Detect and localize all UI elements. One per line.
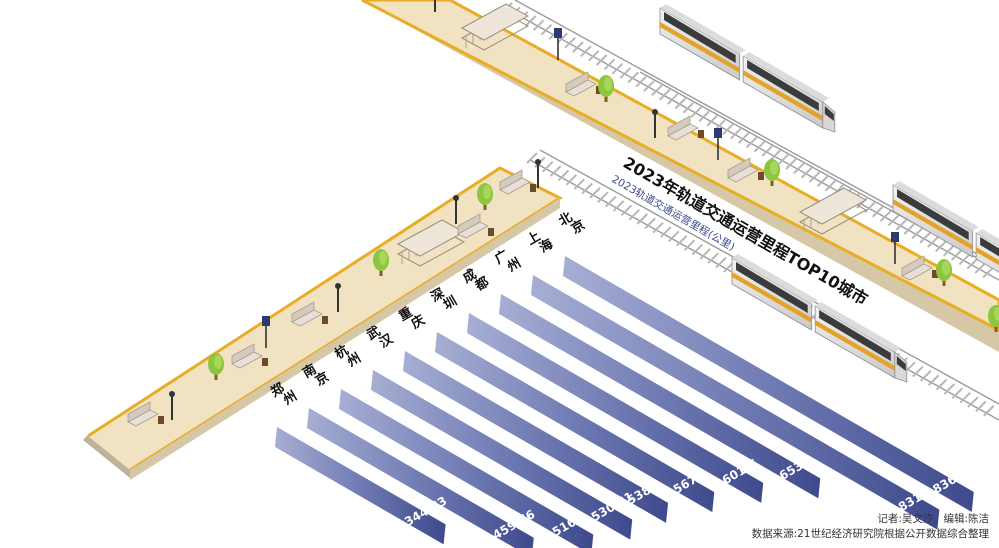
- lamp-icon: [335, 283, 341, 312]
- category-label: 上海: [525, 225, 556, 259]
- lamp-icon: [535, 159, 541, 188]
- tree-icon: [936, 259, 952, 286]
- tree-icon: [764, 159, 780, 186]
- bar: [275, 427, 446, 545]
- bench-icon: [291, 301, 328, 327]
- bench-icon: [231, 343, 268, 369]
- source-credit: 数据来源:21世纪经济研究院根据公开数据综合整理: [751, 528, 989, 540]
- upper-platform: [361, 0, 999, 352]
- bench-icon: [457, 213, 494, 239]
- bench-icon: [727, 157, 764, 183]
- bar: [339, 389, 594, 548]
- bar: [435, 332, 715, 513]
- bar: [371, 370, 633, 540]
- train-icon: [892, 181, 999, 273]
- bar: [531, 275, 940, 530]
- sign-icon: [891, 232, 899, 264]
- train-icon: [731, 254, 908, 383]
- bar: [467, 313, 764, 503]
- bar: [307, 408, 534, 548]
- sign-icon: [554, 28, 562, 60]
- bench-icon: [499, 169, 536, 195]
- tree-icon: [477, 183, 493, 210]
- bench-icon: [901, 255, 938, 281]
- lamp-icon: [434, 0, 436, 12]
- category-label: 北京: [557, 206, 588, 240]
- train-icon: [659, 4, 836, 133]
- shelter-icon: [798, 187, 868, 235]
- bench-icon: [127, 401, 164, 427]
- editor-credit: 编辑:陈洁: [943, 513, 989, 525]
- bench-icon: [667, 115, 704, 141]
- sign-icon: [262, 316, 270, 348]
- tree-icon: [373, 249, 389, 276]
- category-label: 杭州: [332, 339, 364, 374]
- bar: [563, 256, 974, 512]
- bars-group: 836831653601.7567.1538530.21516459.66344…: [275, 256, 974, 548]
- tree-icon: [208, 353, 224, 380]
- lamp-icon: [169, 391, 175, 420]
- credits: 记者:吴文汐 编辑:陈洁 数据来源:21世纪经济研究院根据公开数据综合整理: [752, 512, 989, 542]
- sign-icon: [714, 128, 722, 160]
- lamp-icon: [652, 109, 658, 138]
- reporter-credit: 记者:吴文汐: [877, 513, 934, 525]
- bar: [499, 294, 821, 499]
- shelter-icon: [460, 3, 530, 51]
- tree-icon: [988, 305, 999, 332]
- tree-icon: [598, 75, 614, 102]
- bar: [403, 351, 669, 523]
- category-label: 广州: [492, 244, 524, 279]
- lamp-icon: [453, 195, 459, 224]
